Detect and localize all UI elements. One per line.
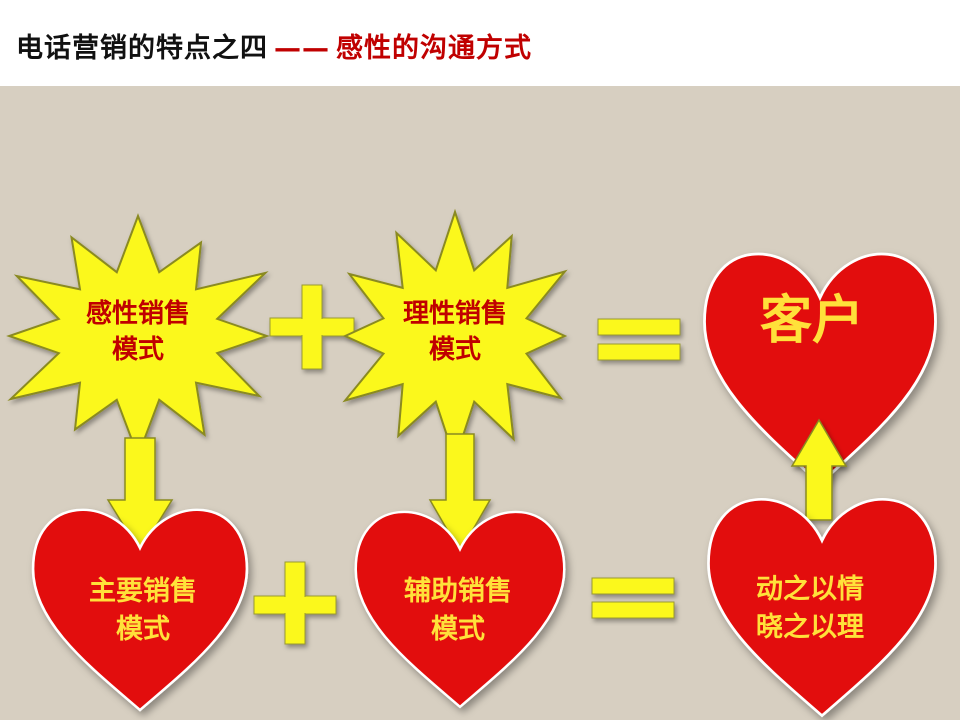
approach-line2: 晓之以理	[756, 611, 864, 643]
equals-operator-bottom	[591, 577, 675, 619]
emotional-mode-line1: 感性销售	[86, 298, 190, 329]
auxiliary-mode-line2: 模式	[431, 614, 485, 645]
rational-mode-line2: 模式	[429, 335, 481, 365]
title-dash: ——	[274, 33, 330, 64]
slide-title: 电话营销的特点之四——感性的沟通方式	[16, 26, 532, 65]
equals-operator-top	[597, 318, 681, 361]
slide-header: 电话营销的特点之四——感性的沟通方式	[0, 0, 960, 86]
diagram-canvas: 感性销售 模式 理性销售 模式 客户	[0, 86, 960, 720]
up-arrow-right	[790, 418, 848, 521]
customer-label: 客户	[760, 291, 864, 351]
title-subtitle: 感性的沟通方式	[336, 33, 532, 64]
primary-mode-line2: 模式	[116, 614, 170, 645]
primary-mode-line1: 主要销售	[89, 575, 197, 607]
heart-approach	[707, 498, 937, 717]
down-arrow-middle	[428, 433, 492, 554]
rational-mode-line1: 理性销售	[403, 298, 507, 329]
plus-operator-bottom	[253, 561, 337, 645]
plus-operator-top	[269, 284, 355, 370]
auxiliary-mode-line1: 辅助销售	[404, 575, 512, 607]
emotional-mode-line2: 模式	[112, 335, 164, 365]
flow-diagram: 感性销售 模式 理性销售 模式 客户	[6, 208, 937, 717]
approach-line1: 动之以情	[756, 573, 864, 605]
title-main: 电话营销的特点之四	[16, 33, 268, 64]
